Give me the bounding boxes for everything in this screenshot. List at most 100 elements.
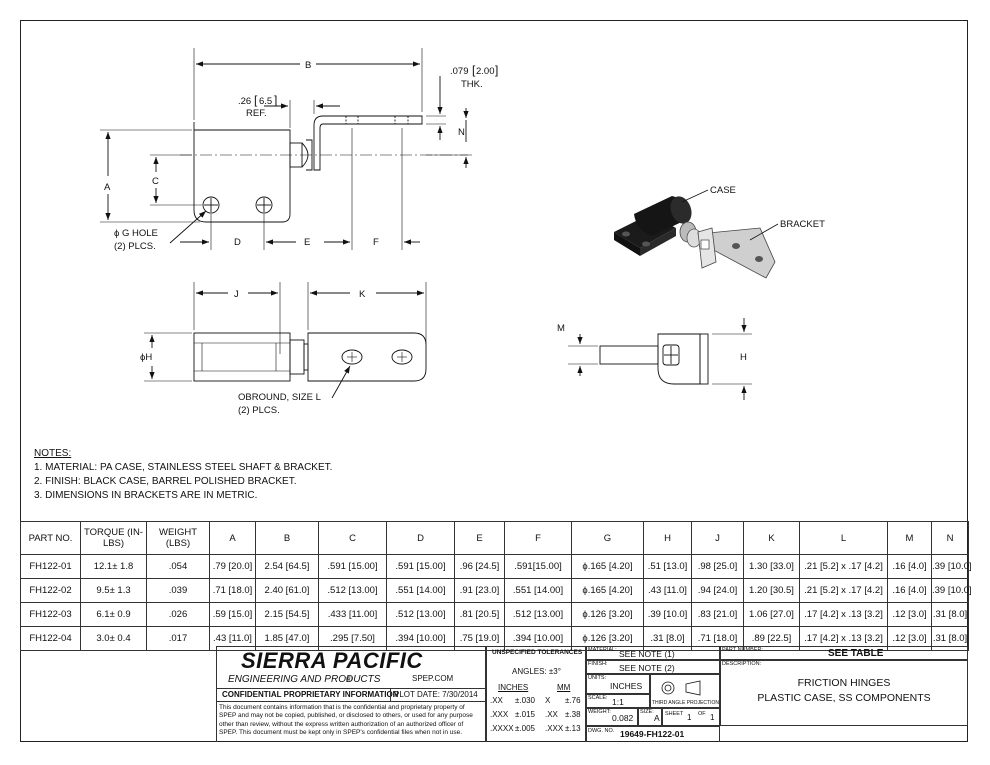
dim-thk-mm: 2.00: [476, 66, 495, 77]
dim-label-A: A: [104, 182, 111, 193]
table-cell: .94 [24.0]: [691, 578, 744, 603]
table-cell: .039: [146, 578, 210, 603]
table-cell: .591 [15.00]: [318, 554, 387, 579]
finish-cell: [586, 660, 720, 674]
col-header: WEIGHT (LBS): [146, 521, 210, 555]
case-callout: CASE: [710, 185, 736, 196]
obround-qty: (2) PLCS.: [238, 405, 280, 416]
col-header: M: [887, 521, 932, 555]
isometric-view: [614, 196, 776, 279]
part-number-label: PART NUMBER:: [722, 647, 763, 653]
dim-label-M: M: [557, 323, 565, 334]
dim-label-D: D: [234, 237, 241, 248]
dim-label-K: K: [359, 289, 366, 300]
bracket-open-icon: [: [472, 63, 476, 77]
sheet-cell: [662, 708, 720, 726]
description-line-1: FRICTION HINGES: [797, 677, 891, 689]
part-number-value: SEE TABLE: [828, 648, 884, 659]
table-cell: ϕ.126 [3.20]: [571, 602, 644, 627]
units-label: UNITS:: [588, 675, 607, 681]
description-line-2: PLASTIC CASE, SS COMPONENTS: [757, 692, 931, 704]
size-value: A: [654, 713, 660, 723]
tolerance-title: UNSPECIFIED TOLERANCES: [492, 649, 583, 656]
obround-label: OBROUND, SIZE L: [238, 392, 321, 403]
g-hole-label: ϕ G HOLE: [114, 228, 158, 239]
table-cell: 2.15 [54.5]: [255, 602, 319, 627]
registered-icon: ®: [346, 675, 352, 684]
drawing-border: [20, 20, 968, 742]
table-cell: .51 [13.0]: [643, 554, 692, 579]
col-header: K: [743, 521, 800, 555]
tolerance-mm: MM: [557, 683, 571, 692]
confidential-label: CONFIDENTIAL PROPRIETARY INFORMATION: [222, 690, 399, 699]
sheet-total: 1: [710, 713, 715, 722]
dwg-number: 19649-FH122-01: [620, 729, 685, 739]
dim-ref26: .26: [238, 96, 251, 107]
dim-ref-label: REF.: [246, 108, 267, 119]
table-cell: .59 [15.0]: [209, 602, 256, 627]
dim-label-E: E: [304, 237, 310, 248]
table-cell: .591 [15.00]: [386, 554, 455, 579]
dim-thk-label: THK.: [461, 79, 483, 90]
col-header: N: [931, 521, 969, 555]
disclaimer-text: This document contains information that …: [219, 704, 473, 736]
table-cell: .16 [4.0]: [887, 578, 932, 603]
description-label: DESCRIPTION:: [722, 661, 762, 667]
bracket-close-icon: ]: [495, 63, 498, 77]
col-header: D: [386, 521, 455, 555]
dwg-cell: [586, 726, 720, 742]
table-cell: ϕ.165 [4.20]: [571, 578, 644, 603]
sheet-of-label: OF: [698, 711, 706, 717]
table-cell: FH122-03: [20, 602, 81, 627]
table-cell: 12.1± 1.8: [80, 554, 147, 579]
bracket-outline: [313, 115, 423, 171]
table-cell: FH122-02: [20, 578, 81, 603]
units-cell: [586, 674, 650, 694]
note-item: 3. DIMENSIONS IN BRACKETS ARE IN METRIC.: [34, 490, 258, 501]
tolerance-value: .XX: [490, 696, 503, 705]
table-cell: 1.30 [33.0]: [743, 554, 800, 579]
tolerance-value: ±.76: [565, 696, 581, 705]
table-cell: .39 [10.0]: [931, 578, 972, 603]
table-cell: .017: [146, 626, 210, 651]
col-header: E: [454, 521, 505, 555]
table-cell: .83 [21.0]: [691, 602, 744, 627]
material-cell: [586, 646, 720, 660]
dim-label-C: C: [152, 176, 159, 187]
company-subtitle: ENGINEERING AND PRODUCTS: [228, 674, 381, 685]
part-number-cell: [720, 646, 968, 660]
material-label: MATERIAL:: [588, 647, 617, 653]
table-cell: FH122-04: [20, 626, 81, 651]
table-cell: 1.20 [30.5]: [743, 578, 800, 603]
table-cell: .026: [146, 602, 210, 627]
notes-block: NOTES: 1. MATERIAL: PA CASE, STAINLESS S…: [34, 447, 332, 503]
table-cell: .43 [11.0]: [643, 578, 692, 603]
note-item: 2. FINISH: BLACK CASE, BARREL POLISHED B…: [34, 476, 297, 487]
bracket-front-outline: [307, 332, 427, 382]
col-header: PART NO.: [20, 521, 81, 555]
finish-label: FINISH:: [588, 661, 608, 667]
scale-label: SCALE:: [588, 695, 608, 701]
table-cell: .98 [25.0]: [691, 554, 744, 579]
notes-title: NOTES:: [34, 448, 72, 459]
company-name: SIERRA PACIFIC: [241, 648, 423, 673]
projection-cell: [650, 674, 720, 708]
projection-label: THIRD ANGLE PROJECTION: [652, 700, 719, 706]
table-cell: 1.06 [27.0]: [743, 602, 800, 627]
table-header-row: PART NO. TORQUE (IN-LBS) WEIGHT (LBS) A …: [20, 521, 969, 555]
tolerance-value: .XXX: [490, 710, 509, 719]
sheet-label: SHEET: [665, 711, 684, 717]
table-cell: .591[15.00]: [504, 554, 572, 579]
table-cell: .512 [13.00]: [386, 602, 455, 627]
table-cell: .16 [4.0]: [887, 554, 932, 579]
dim-thk: .079: [450, 66, 469, 77]
table-cell: .054: [146, 554, 210, 579]
table-cell: .433 [11.00]: [318, 602, 387, 627]
tolerance-block: [486, 646, 586, 742]
tolerance-value: .XX: [545, 710, 558, 719]
table-cell: .12 [3.0]: [887, 602, 932, 627]
col-header: J: [691, 521, 744, 555]
table-cell: .21 [5.2] x .17 [4.2]: [799, 554, 888, 579]
tolerance-value: ±.005: [515, 724, 535, 733]
